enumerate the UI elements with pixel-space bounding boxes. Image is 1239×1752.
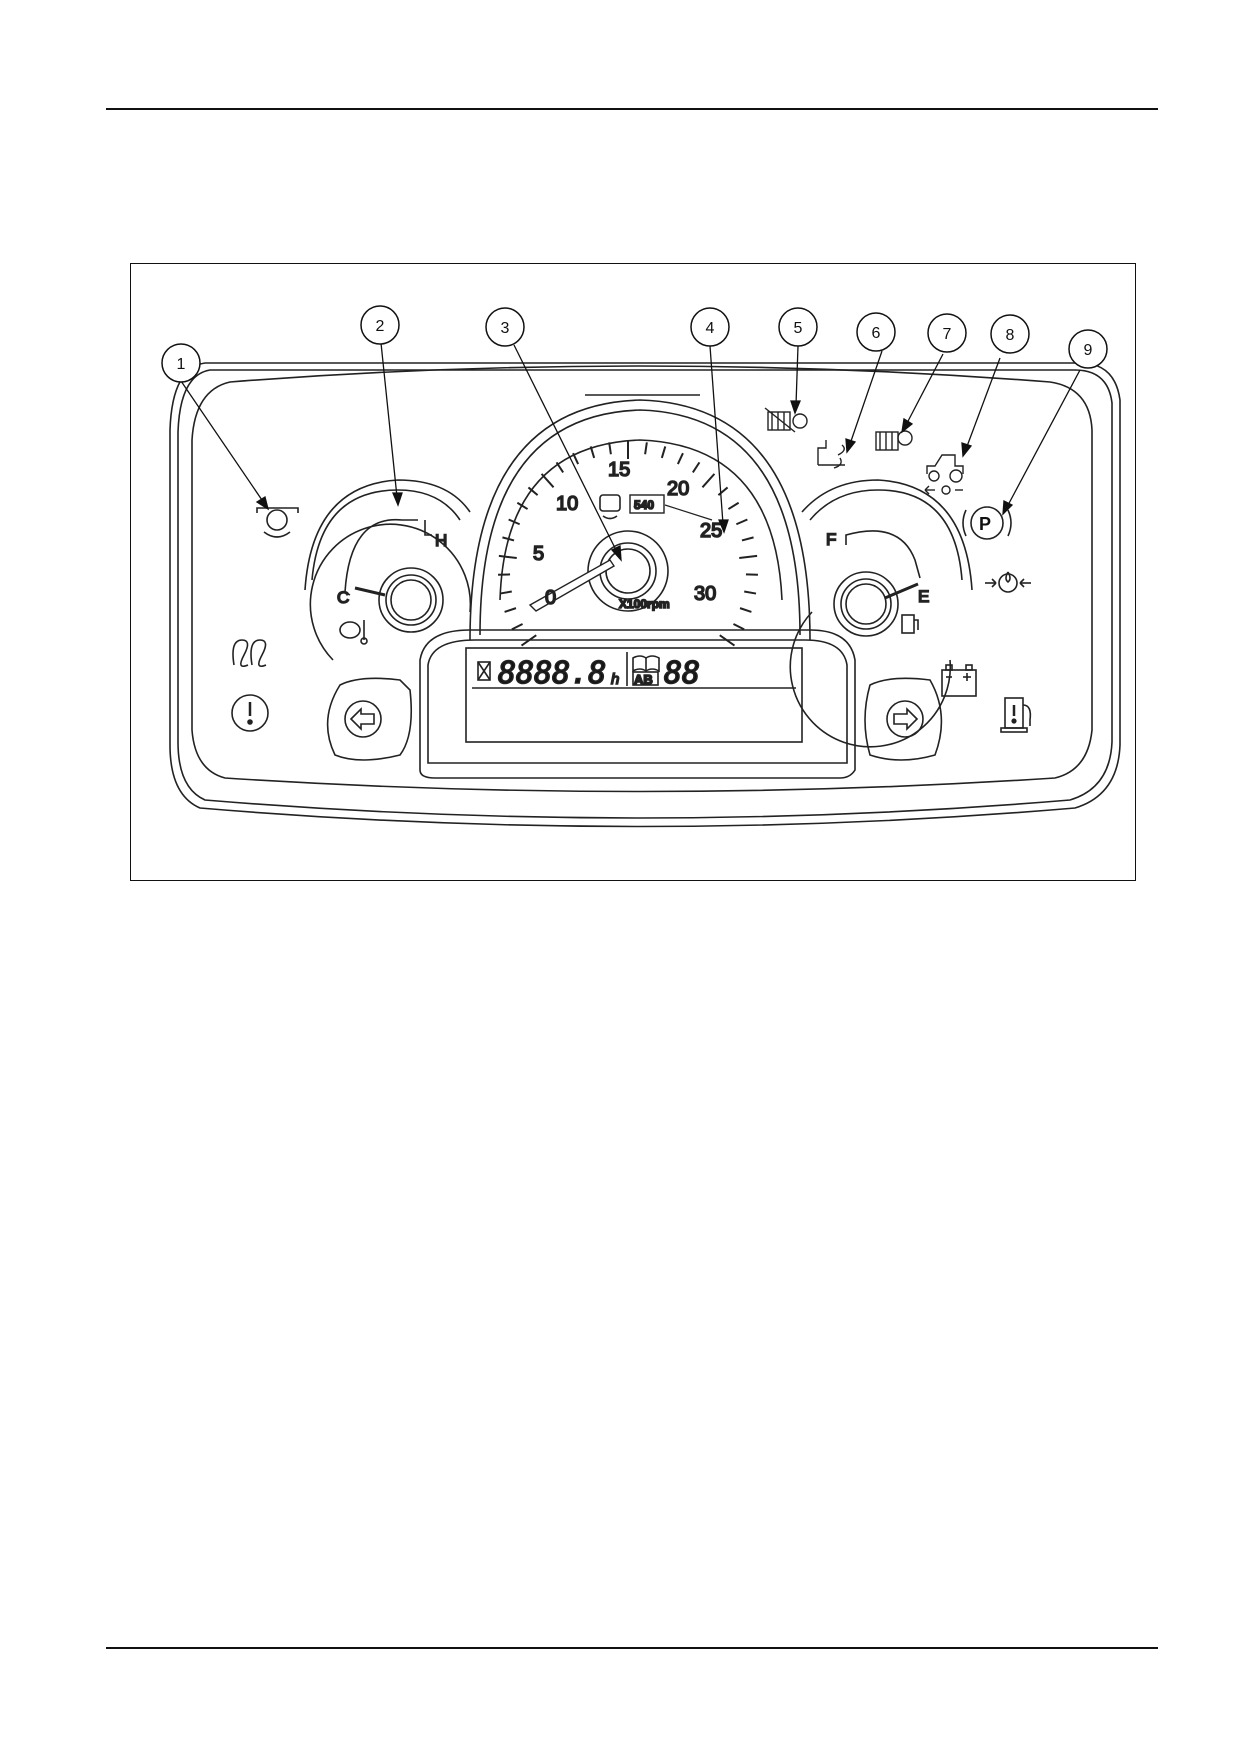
tach-tick	[527, 486, 539, 496]
tach-tick	[608, 442, 612, 455]
tach-tick	[516, 501, 529, 510]
temp-hot-label: H	[435, 531, 447, 550]
dpf-status-icon	[875, 430, 913, 451]
oil-pressure-icon	[985, 571, 1031, 593]
tach-tick	[735, 518, 748, 526]
cluster-housing	[169, 362, 1121, 828]
right-arrow-button[interactable]	[864, 677, 943, 761]
tach-tick	[692, 461, 701, 473]
parking-brake-icon: P	[962, 506, 1012, 540]
master-warning-icon	[231, 694, 269, 732]
tach-tick	[572, 452, 580, 465]
trailer-brake-icon	[924, 454, 964, 495]
tach-scale-15: 15	[608, 459, 630, 481]
tach-tick-marks	[498, 441, 758, 647]
tach-tick	[717, 486, 729, 496]
tach-scale-20: 20	[667, 478, 689, 500]
callout-6: 6	[872, 325, 881, 342]
lcd-trip-label: AB	[634, 672, 653, 687]
tach-tick	[741, 536, 754, 542]
left-arrow-icon	[344, 700, 382, 738]
callout-circle-8	[990, 314, 1030, 354]
lcd-hour-meter: 8888.8	[498, 656, 606, 691]
page-rule-top	[106, 108, 1158, 110]
lcd-display: 8888.8 h AB 88	[419, 629, 856, 779]
fuel-empty-label: E	[918, 587, 929, 606]
tach-tick	[732, 623, 745, 631]
tach-scale-0: 0	[545, 587, 556, 609]
callout-circle-3	[485, 307, 525, 347]
glow-plug-icon	[232, 639, 267, 668]
callout-4: 4	[706, 320, 715, 337]
callout-circle-6	[856, 312, 896, 352]
temp-cold-label: C	[337, 588, 349, 607]
callout-circle-5	[778, 307, 818, 347]
tach-tick	[504, 607, 517, 613]
tach-unit-label: X100rpm	[619, 597, 670, 611]
callout-leaders	[180, 342, 1081, 562]
svg-text:P: P	[979, 514, 991, 534]
callout-circle-7	[927, 313, 967, 353]
callout-7: 7	[943, 326, 952, 343]
dpf-regeneration-icon	[764, 407, 808, 433]
lcd-trip-digits: 88	[664, 656, 700, 691]
tach-tick	[744, 590, 757, 595]
callout-3: 3	[501, 320, 510, 337]
fuel-warning-icon	[1000, 697, 1032, 733]
tach-tick	[701, 473, 716, 488]
left-arrow-button[interactable]	[326, 677, 413, 761]
coolant-temperature-icon	[339, 620, 368, 645]
page-rule-bottom	[106, 1647, 1158, 1649]
tach-tick	[676, 452, 684, 465]
callout-circle-1	[161, 343, 201, 383]
callout-9: 9	[1084, 342, 1093, 359]
fuel-gauge: F E	[789, 479, 973, 748]
tach-tick	[739, 554, 758, 559]
tach-scale-30: 30	[694, 583, 716, 605]
exhaust-temperature-icon	[817, 440, 845, 469]
tach-scale-10: 10	[556, 493, 578, 515]
tach-scale-5: 5	[533, 543, 544, 565]
tach-tick	[511, 623, 524, 631]
tach-tick	[555, 461, 564, 473]
callout-circle-9	[1068, 329, 1108, 369]
temperature-gauge: H C	[304, 479, 472, 661]
tach-tick	[739, 607, 752, 613]
tach-tick	[499, 590, 512, 595]
tach-tick	[502, 536, 515, 542]
tach-tick	[508, 518, 521, 526]
engine-warning-icon	[256, 507, 299, 538]
callout-circle-4	[690, 307, 730, 347]
battery-icon	[941, 664, 977, 697]
maintenance-book-icon	[632, 655, 660, 673]
tach-tick	[644, 442, 648, 455]
lcd-hour-unit: h	[611, 671, 619, 688]
tach-tick	[498, 554, 517, 559]
fuel-full-label: F	[826, 530, 836, 549]
callout-circle-2	[360, 305, 400, 345]
tach-tick	[727, 501, 740, 510]
callout-8: 8	[1006, 327, 1015, 344]
right-arrow-icon	[886, 700, 924, 738]
callout-1: 1	[177, 356, 186, 373]
tach-tick	[540, 473, 555, 488]
figure-frame	[130, 263, 1136, 881]
callout-markers	[161, 305, 1108, 383]
tach-scale-25: 25	[700, 520, 722, 542]
tachometer: X100rpm 0 5 10 15 20 25 30 540	[469, 394, 811, 641]
pto-540-marker: 540	[634, 498, 654, 512]
engine-check-icon	[599, 494, 621, 520]
tach-tick	[660, 446, 667, 459]
tach-tick	[589, 446, 596, 459]
callout-5: 5	[794, 320, 803, 337]
callout-2: 2	[376, 318, 385, 335]
fuel-pump-icon	[901, 614, 919, 634]
